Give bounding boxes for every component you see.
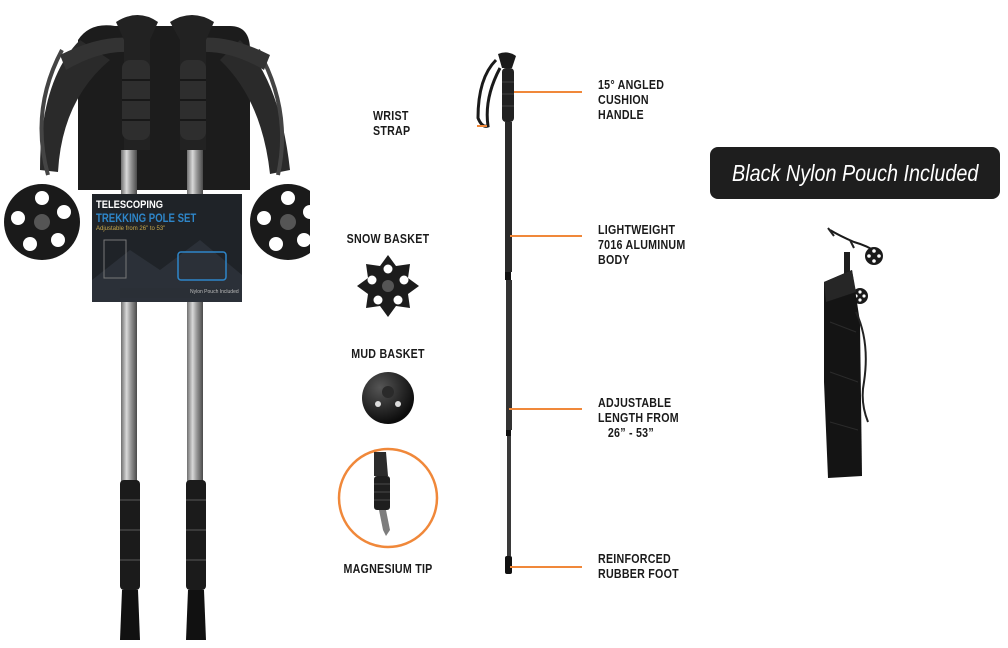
pouch-included-text: Black Nylon Pouch Included	[731, 159, 979, 186]
foot-label: REINFORCED RUBBER FOOT	[598, 551, 679, 581]
foot-callout-line	[510, 566, 582, 568]
magnesium-tip-label: MAGNESIUM TIP	[343, 561, 433, 576]
trekking-pole-diagram	[476, 52, 516, 574]
package-title-line2: TREKKING POLE SET	[96, 211, 197, 225]
pouch-included-badge: Black Nylon Pouch Included	[710, 147, 1000, 199]
package-subtitle: Adjustable from 26" to 53"	[96, 226, 166, 232]
handle-label: 15° ANGLED CUSHION HANDLE	[598, 77, 665, 122]
body-callout-line	[510, 235, 582, 237]
handle-callout-line	[514, 91, 582, 93]
length-label: ADJUSTABLE LENGTH FROM 26” - 53”	[598, 395, 679, 440]
length-callout-line	[509, 408, 582, 410]
nylon-pouch-image	[824, 227, 883, 478]
snow-basket-image	[357, 255, 419, 317]
wrist-strap-label: WRIST STRAP	[373, 108, 411, 138]
mud-basket-image	[362, 372, 414, 424]
mud-basket-label: MUD BASKET	[351, 346, 425, 361]
snow-basket-label: SNOW BASKET	[346, 231, 430, 246]
packaged-pole-set-image	[4, 15, 310, 640]
wrist-strap-callout-line	[477, 125, 487, 127]
package-title-line1: TELESCOPING	[96, 199, 164, 211]
body-label: LIGHTWEIGHT 7016 ALUMINUM BODY	[598, 222, 686, 267]
package-pouch-note: Nylon Pouch Included	[190, 289, 239, 295]
magnesium-tip-image	[337, 447, 439, 549]
